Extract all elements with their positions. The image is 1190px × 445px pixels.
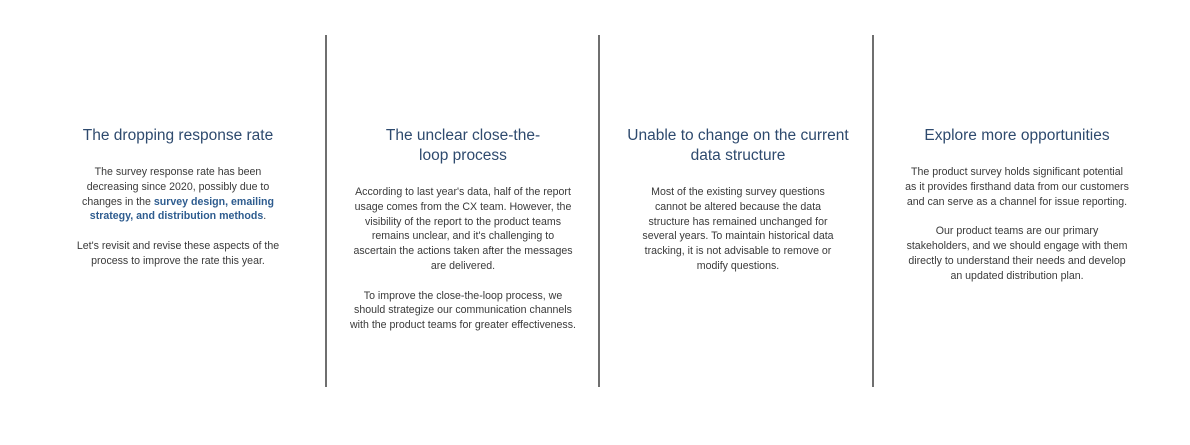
paragraph-text-end: . (263, 210, 267, 223)
column-title: The unclear close-the-loop process (385, 127, 541, 164)
column-paragraph: To improve the close-the-loop process, w… (350, 289, 576, 332)
column-paragraph: The survey response rate has been decrea… (72, 165, 284, 224)
column-divider (598, 35, 600, 387)
column-paragraph: Most of the existing survey questions ca… (642, 186, 834, 272)
column-title: The dropping response rate (82, 127, 274, 144)
column-explore-opportunities: Explore more opportunities The product s… (904, 126, 1130, 283)
highlighted-text: survey design, emailing strategy, and di… (89, 195, 274, 223)
column-paragraph: According to last year's data, half of t… (353, 186, 573, 272)
column-data-structure: Unable to change on the current data str… (623, 126, 853, 274)
column-paragraph: The product survey holds significant pot… (905, 166, 1129, 208)
column-paragraph: Let's revisit and revise these aspects o… (76, 239, 280, 267)
column-title: Unable to change on the current data str… (627, 127, 849, 164)
column-dropping-response-rate: The dropping response rate The survey re… (72, 126, 284, 269)
column-title: Explore more opportunities (924, 127, 1110, 144)
paragraph-text: The survey response rate has been decrea… (82, 166, 270, 208)
column-paragraph: Our product teams are our primary stakeh… (906, 225, 1128, 282)
column-unclear-close-the-loop: The unclear close-the-loop process Accor… (350, 126, 576, 333)
column-divider (325, 35, 327, 387)
column-divider (872, 35, 874, 387)
